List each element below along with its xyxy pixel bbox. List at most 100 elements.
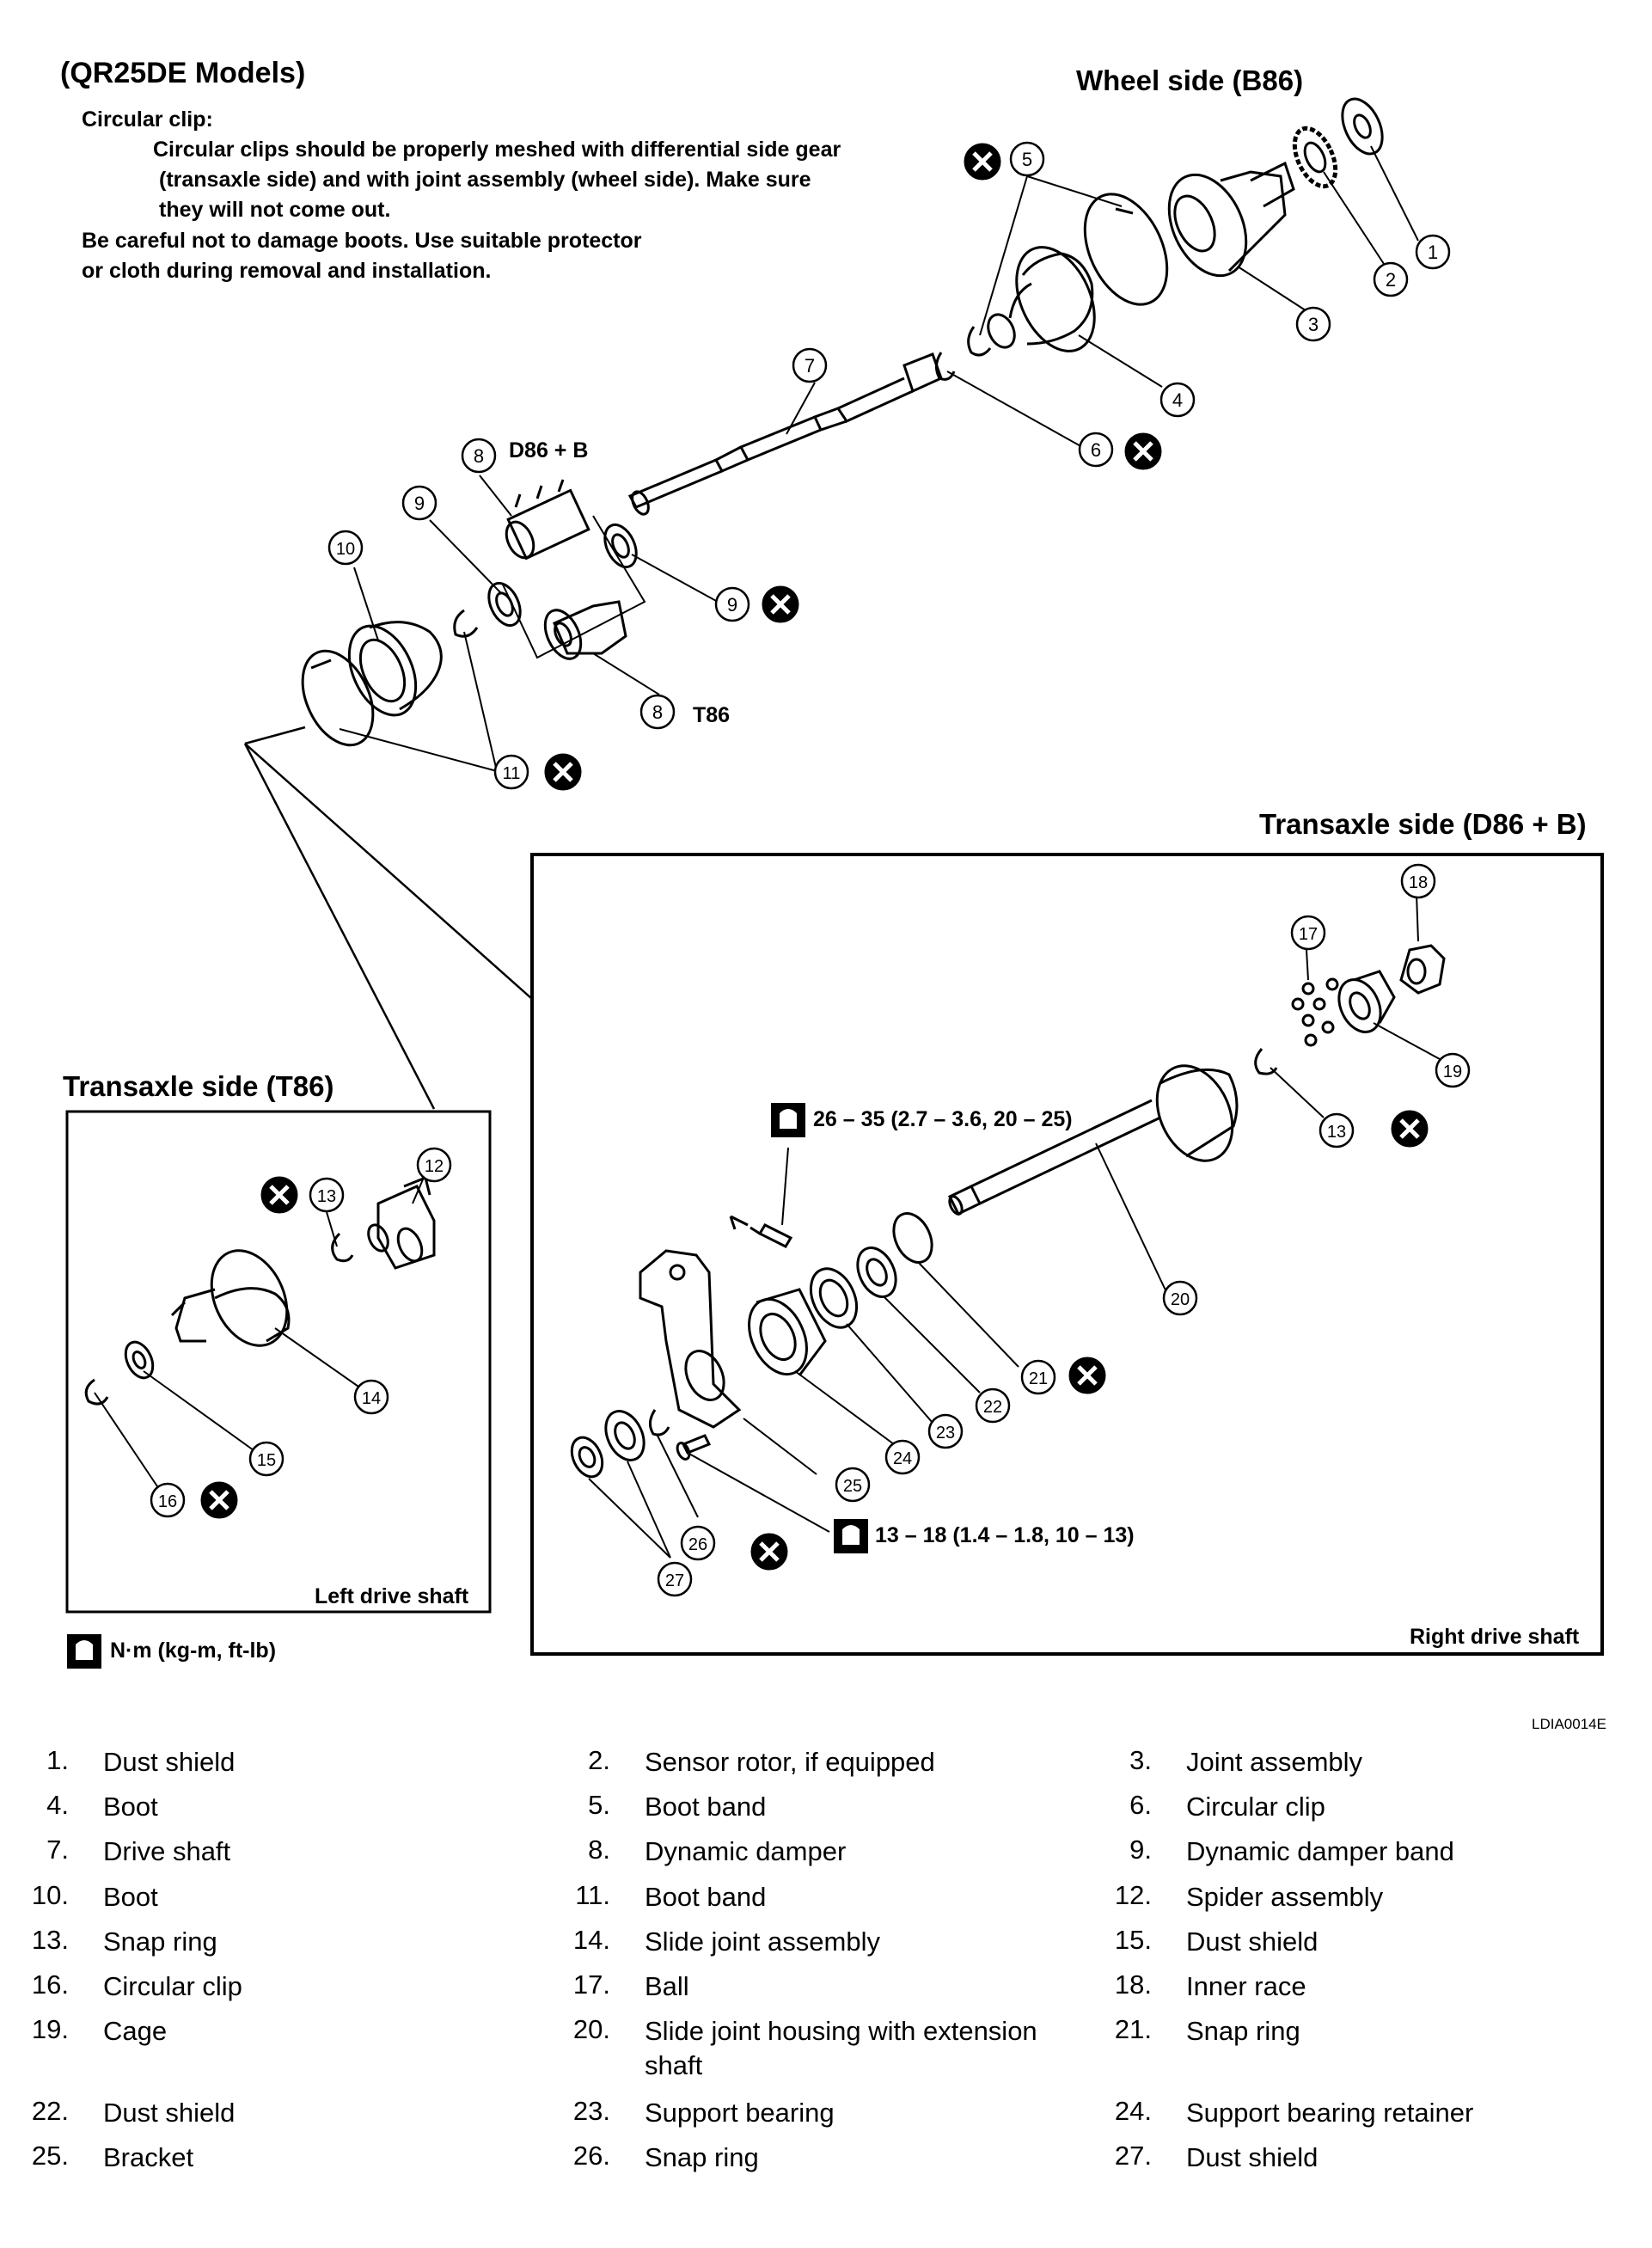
svg-text:18: 18 bbox=[1409, 873, 1428, 892]
part-name: Circular clip bbox=[1186, 1792, 1325, 1822]
cage-19 bbox=[1337, 970, 1396, 1033]
parts-list-item: 27. Dust shield bbox=[1083, 2141, 1633, 2175]
right-drive-shaft-panel bbox=[530, 853, 1604, 1656]
svg-text:14: 14 bbox=[362, 1389, 381, 1408]
part-name: Dust shield bbox=[103, 2098, 236, 2128]
part-number: 15. bbox=[1114, 1925, 1152, 1955]
snap-ring-13-right bbox=[1254, 1048, 1278, 1075]
sensor-rotor-2 bbox=[1292, 126, 1338, 189]
callout-26: 26 bbox=[680, 1525, 716, 1561]
parts-list-item: 9.Dynamic damper band bbox=[1083, 1835, 1633, 1869]
parts-list-item: 24.Support bearing retainer bbox=[1083, 2096, 1633, 2130]
clip-note-line-3: they will not come out. bbox=[159, 198, 391, 222]
part-number: 16. bbox=[31, 1969, 69, 2000]
part-name: Boot bbox=[103, 1882, 158, 1912]
callout-20: 20 bbox=[1162, 1280, 1198, 1316]
parts-list-item: 5.Boot band bbox=[541, 1790, 1092, 1824]
svg-text:15: 15 bbox=[257, 1451, 276, 1470]
not-reusable-icon bbox=[1124, 432, 1162, 470]
callout-9-upper: 9 bbox=[401, 485, 437, 521]
part-number: 25. bbox=[31, 2141, 69, 2171]
parts-list-item: 2.Sensor rotor, if equipped bbox=[541, 1745, 1092, 1779]
right-drive-shaft-label: Right drive shaft bbox=[1410, 1625, 1580, 1649]
part-name: Dust shield bbox=[1186, 2142, 1319, 2172]
svg-text:2: 2 bbox=[1386, 269, 1396, 291]
part-name: Boot bbox=[103, 1792, 158, 1822]
svg-text:24: 24 bbox=[893, 1449, 912, 1468]
parts-list-item: 6.Circular clip bbox=[1083, 1790, 1633, 1824]
not-reusable-icon bbox=[1068, 1357, 1106, 1394]
callout-25: 25 bbox=[835, 1467, 871, 1503]
transaxle-t86-title: Transaxle side (T86) bbox=[63, 1070, 334, 1102]
part-name: Boot band bbox=[645, 1882, 767, 1912]
svg-text:26: 26 bbox=[688, 1535, 707, 1554]
parts-list-item: 10. Boot bbox=[0, 1880, 550, 1914]
parts-list-item: 12.Spider assembly bbox=[1083, 1880, 1633, 1914]
svg-text:1: 1 bbox=[1428, 242, 1438, 263]
part-number: 5. bbox=[588, 1790, 610, 1820]
callout-1: 1 bbox=[1415, 234, 1451, 270]
svg-text:9: 9 bbox=[414, 493, 425, 514]
circular-clip-5 bbox=[967, 326, 992, 357]
part-name: Inner race bbox=[1186, 1971, 1306, 2001]
joint-assembly-3 bbox=[1167, 161, 1295, 278]
parts-list-item: 1.Dust shield bbox=[0, 1745, 550, 1779]
part-name: Dynamic damper bbox=[645, 1836, 847, 1866]
svg-text:20: 20 bbox=[1171, 1290, 1190, 1309]
callout-5: 5 bbox=[1009, 141, 1045, 177]
part-number: 9. bbox=[1129, 1835, 1152, 1865]
drive-shaft-exploded-diagram: 1 2 3 4 5 6 7 8 8 9 9 10 11 12 13 14 15 … bbox=[65, 97, 1604, 1669]
callout-23: 23 bbox=[927, 1413, 964, 1449]
part-name: Ball bbox=[645, 1971, 689, 2001]
damper-bracket-lines bbox=[502, 515, 646, 659]
parts-list-item: 13.Snap ring bbox=[0, 1925, 550, 1959]
bracket-bolt-lower bbox=[676, 1434, 712, 1461]
part-name: Sensor rotor, if equipped bbox=[645, 1747, 935, 1777]
parts-list-item: 19.Cage bbox=[0, 2014, 550, 2049]
svg-text:8: 8 bbox=[474, 445, 484, 467]
parts-list-item: 18.Inner race bbox=[1083, 1969, 1633, 2004]
part-name: Support bearing retainer bbox=[1186, 2098, 1474, 2128]
parts-list-item: 26. Snap ring bbox=[541, 2141, 1092, 2175]
part-number: 10. bbox=[31, 1880, 69, 1910]
not-reusable-icon bbox=[762, 585, 799, 623]
svg-text:7: 7 bbox=[805, 355, 815, 377]
callout-numbers: 1 2 3 4 5 6 7 8 8 9 9 10 11 12 13 14 15 … bbox=[150, 141, 1471, 1597]
part-name: Cage bbox=[103, 2016, 168, 2046]
parts-list-item: 3.Joint assembly bbox=[1083, 1745, 1633, 1779]
part-name: Snap ring bbox=[645, 2142, 759, 2172]
svg-text:27: 27 bbox=[665, 1571, 684, 1590]
torque-wrench-icon bbox=[834, 1519, 868, 1553]
callout-leaders bbox=[94, 145, 1441, 1559]
caution-line-2: or cloth during removal and installation… bbox=[82, 259, 492, 283]
svg-text:6: 6 bbox=[1091, 439, 1101, 461]
slide-joint-assembly-14 bbox=[170, 1249, 291, 1347]
callout-4: 4 bbox=[1159, 382, 1196, 418]
transaxle-d86-title: Transaxle side (D86 + B) bbox=[1259, 808, 1587, 840]
parts-list-item: 20.Slide joint housing with extension sh… bbox=[541, 2014, 1092, 2083]
part-number: 26. bbox=[572, 2141, 610, 2171]
not-reusable-icon bbox=[200, 1481, 238, 1519]
part-number: 1. bbox=[46, 1745, 69, 1775]
svg-text:25: 25 bbox=[843, 1477, 862, 1496]
boot-band-5 bbox=[1083, 193, 1169, 306]
callout-27: 27 bbox=[657, 1561, 693, 1597]
svg-text:11: 11 bbox=[503, 764, 521, 783]
torque-upper-value: 26 – 35 (2.7 – 3.6, 20 – 25) bbox=[813, 1107, 1073, 1131]
svg-text:13: 13 bbox=[1327, 1123, 1346, 1142]
d86b-label: D86 + B bbox=[509, 438, 589, 462]
clip-note-line-1: Circular clips should be properly meshed… bbox=[153, 138, 841, 162]
snap-ring-13-left bbox=[331, 1232, 354, 1263]
inner-race-18 bbox=[1399, 944, 1446, 995]
callout-21: 21 bbox=[1020, 1359, 1056, 1395]
callout-13-left: 13 bbox=[309, 1177, 345, 1213]
part-number: 27. bbox=[1114, 2141, 1152, 2171]
boot-4 bbox=[987, 246, 1096, 352]
torque-unit-legend: N·m (kg-m, ft-lb) bbox=[110, 1639, 277, 1663]
callout-18: 18 bbox=[1400, 863, 1436, 899]
part-number: 14. bbox=[572, 1925, 610, 1955]
spider-assembly-12 bbox=[367, 1175, 436, 1270]
part-name: Slide joint assembly bbox=[645, 1926, 880, 1957]
parts-list-item: 15.Dust shield bbox=[1083, 1925, 1633, 1959]
panel-leader-lines bbox=[243, 726, 533, 1110]
